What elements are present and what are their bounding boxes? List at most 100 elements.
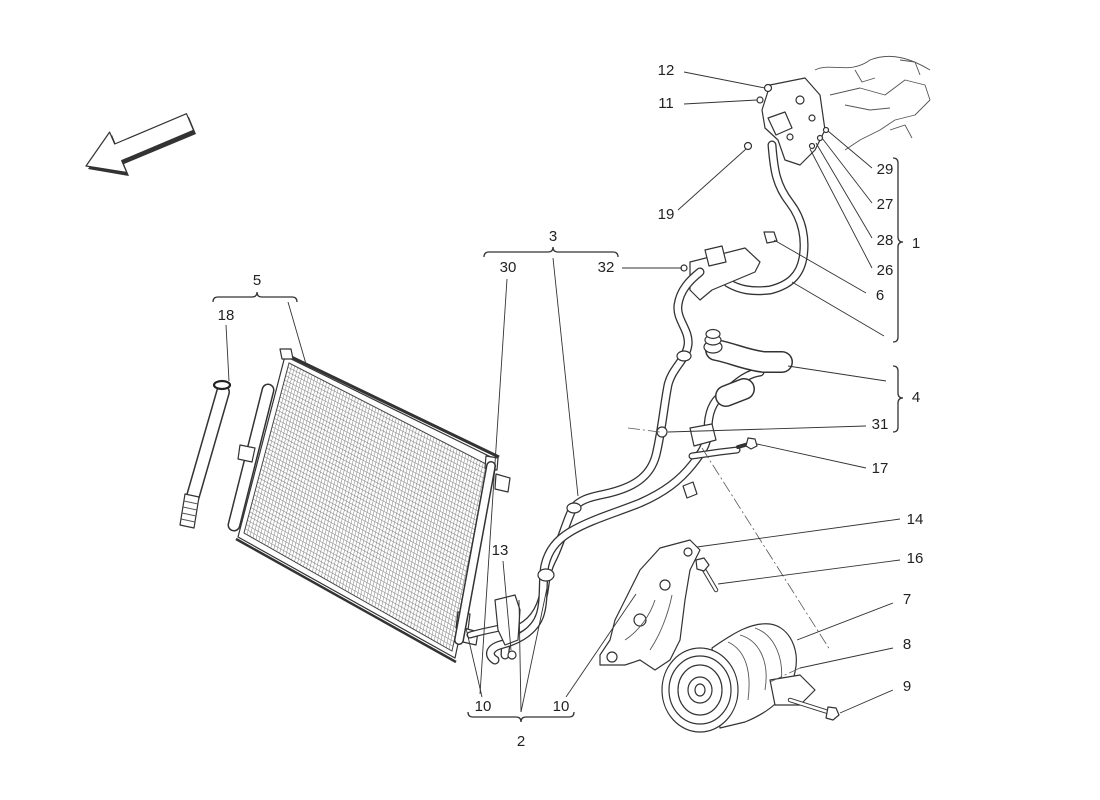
callout-17: 17 — [872, 460, 889, 477]
compressor — [661, 623, 816, 733]
hose-assembly-1 — [723, 140, 809, 296]
hose-fitting — [676, 350, 692, 362]
nut — [743, 141, 753, 151]
fitting-block — [466, 594, 521, 660]
brace-5 — [212, 291, 298, 303]
condenser-fin-line — [248, 515, 457, 633]
leader-line — [799, 647, 894, 669]
header-clip — [237, 444, 256, 463]
pressure-switch — [704, 245, 727, 267]
callout-8: 8 — [903, 636, 911, 653]
condenser-fin-line — [255, 490, 463, 606]
leader-line — [787, 365, 887, 382]
condenser-fin-line — [285, 375, 490, 482]
leader-line — [756, 443, 867, 469]
muffler — [703, 328, 793, 407]
bolt — [787, 697, 840, 721]
condenser-fin-line — [271, 426, 478, 537]
condenser-fitting — [494, 473, 511, 493]
leader-line — [683, 71, 766, 89]
nut — [763, 83, 773, 93]
callout-10-left: 10 — [475, 698, 492, 715]
callout-2: 2 — [517, 733, 525, 750]
firewall-fragment — [814, 55, 931, 151]
leader-line — [565, 593, 637, 698]
condenser-fin-line — [280, 392, 486, 500]
drier-cap — [212, 379, 232, 391]
condenser-fin-line — [249, 511, 458, 629]
condenser-fin-line — [246, 524, 455, 643]
direction-arrow — [85, 113, 196, 176]
callout-32: 32 — [598, 259, 615, 276]
callout-4: 4 — [912, 389, 920, 406]
condenser-fin-line — [258, 477, 466, 592]
brace-4 — [892, 365, 904, 433]
callout-13: 13 — [492, 542, 509, 559]
condenser-right-header — [454, 461, 496, 645]
condenser-left-header — [227, 383, 275, 532]
callout-labels: 12 11 29 27 28 26 1 19 3 30 32 6 5 18 4 … — [218, 62, 924, 750]
condenser-fin-line — [276, 409, 482, 518]
leader-line — [479, 278, 508, 695]
callout-1: 1 — [912, 235, 920, 252]
condenser-fin-line — [287, 367, 492, 472]
condenser-fin-line — [275, 413, 481, 523]
condenser-fin-line — [268, 439, 475, 551]
callout-9: 9 — [903, 678, 911, 695]
leader-line — [225, 324, 230, 382]
compressor-mount-ear — [769, 674, 816, 706]
callout-18: 18 — [218, 307, 235, 324]
compressor-bracket — [599, 539, 701, 671]
hose-nut — [682, 481, 698, 499]
callout-3: 3 — [549, 228, 557, 245]
leader-line — [827, 130, 873, 169]
condenser-fin-line — [259, 473, 467, 587]
valve-stud — [808, 114, 816, 122]
receiver-drier — [179, 379, 232, 529]
condenser-tab — [279, 348, 294, 360]
nut — [507, 650, 517, 660]
drier-threaded-plug — [179, 493, 200, 529]
brace-2 — [467, 711, 575, 723]
o-ring — [816, 134, 824, 142]
leader-line — [502, 560, 512, 651]
leader-line — [791, 281, 885, 337]
condenser-fin-line — [264, 456, 471, 569]
callout-28: 28 — [877, 232, 894, 249]
valve-body — [767, 111, 793, 136]
valve-block — [680, 231, 778, 301]
hose-fitting — [566, 502, 582, 514]
leader-line — [518, 599, 522, 713]
condenser-fin-line — [244, 528, 454, 647]
o-ring — [808, 142, 816, 150]
leader-line — [796, 602, 894, 641]
axis-lines — [627, 427, 831, 683]
condenser-fin-line — [260, 469, 468, 583]
leader-line — [809, 148, 873, 269]
condenser-fin-line — [286, 371, 491, 477]
leader-line — [821, 137, 873, 204]
condenser-fin-line — [282, 388, 487, 495]
condenser-fin-line — [253, 494, 462, 610]
bolt — [736, 437, 758, 450]
callout-7: 7 — [903, 591, 911, 608]
hose-bracket — [689, 423, 717, 447]
condenser-fin-line — [273, 422, 479, 532]
bolt — [695, 557, 719, 593]
condenser-fin-line — [283, 384, 488, 491]
callout-26: 26 — [877, 262, 894, 279]
callout-27: 27 — [877, 196, 894, 213]
callout-29: 29 — [877, 161, 894, 178]
washer — [756, 96, 764, 104]
condenser-fin-line — [257, 481, 465, 597]
condenser-bottom-rail — [235, 537, 457, 664]
condenser-fin-line — [261, 464, 469, 578]
callout-12: 12 — [658, 62, 675, 79]
condenser-fin-line — [267, 443, 474, 555]
leader-line — [677, 148, 747, 211]
cap — [763, 231, 778, 244]
leader-line — [773, 239, 867, 294]
condenser-core-hatch — [244, 364, 492, 650]
callout-10-right: 10 — [553, 698, 570, 715]
